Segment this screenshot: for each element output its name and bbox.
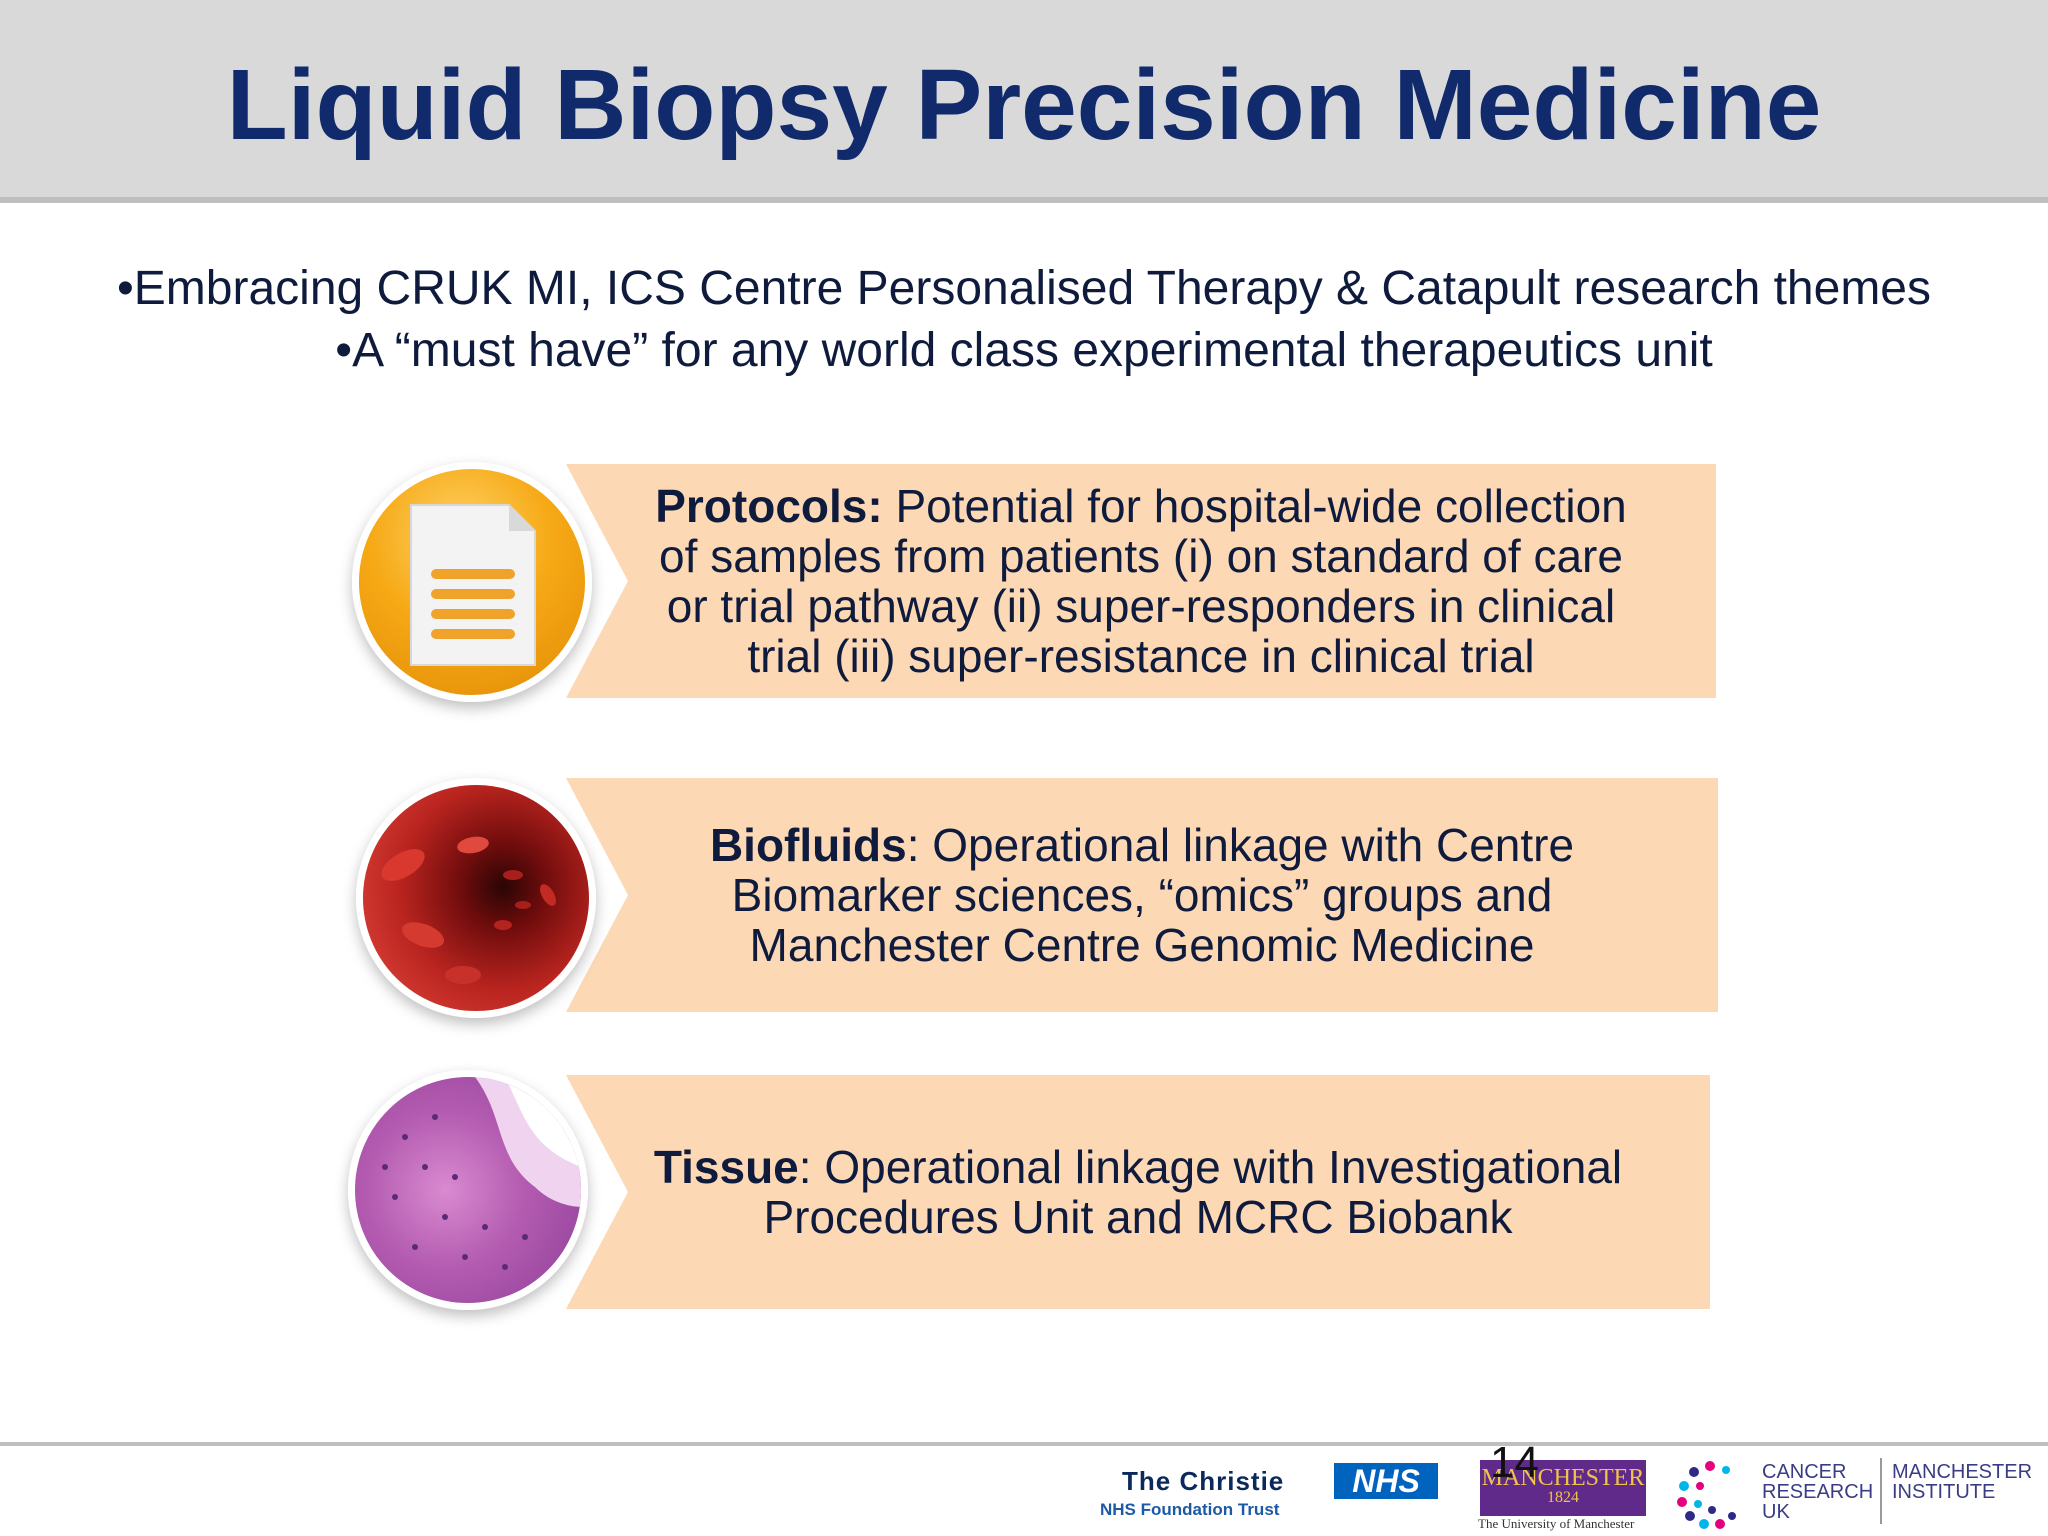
protocols-line-2: of samples from patients (i) on standard…	[659, 530, 1623, 582]
cruk-logo-icon	[1677, 1461, 1736, 1529]
bullet-1: •Embracing CRUK MI, ICS Centre Personali…	[116, 262, 1931, 315]
mi-line-1: MANCHESTER	[1892, 1461, 2033, 1483]
tissue-line-2: Procedures Unit and MCRC Biobank	[763, 1191, 1513, 1243]
manchester-institute-logo: MANCHESTER INSTITUTE	[1892, 1462, 2032, 1502]
tissue-line-1: : Operational linkage with Investigation…	[798, 1141, 1623, 1193]
manchester-logo: MANCHESTER 1824	[1480, 1460, 1646, 1516]
manchester-logo-year: 1824	[1547, 1489, 1579, 1506]
bullet-2: •A “must have” for any world class exper…	[335, 324, 1713, 377]
tissue-card: Tissue: Operational linkage with Investi…	[566, 1075, 1710, 1309]
page-number: 14	[1490, 1438, 1539, 1487]
biofluids-heading: Biofluids	[709, 819, 907, 871]
protocols-text: Protocols: Potential for hospital-wide c…	[655, 481, 1627, 681]
blood-vessel-icon	[356, 778, 596, 1018]
cruk-line-2: RESEARCH	[1762, 1481, 1874, 1503]
intro-bullets: •Embracing CRUK MI, ICS Centre Personali…	[0, 258, 2048, 382]
christie-logo: The Christie	[1122, 1466, 1285, 1496]
mi-line-2: INSTITUTE	[1892, 1481, 1996, 1503]
footer-divider	[0, 1442, 2048, 1446]
document-icon	[352, 462, 592, 702]
tissue-texture-graphic	[382, 1077, 581, 1270]
manchester-logo-subtitle: The University of Manchester	[1478, 1516, 1635, 1531]
protocols-card: Protocols: Potential for hospital-wide c…	[566, 464, 1716, 698]
manchester-logo-name: MANCHESTER	[1481, 1465, 1645, 1491]
biofluids-text: Biofluids: Operational linkage with Cent…	[710, 820, 1574, 970]
protocols-line-4: trial (iii) super-resistance in clinical…	[747, 630, 1535, 682]
tissue-sample-icon	[348, 1070, 588, 1310]
protocols-line-1: Potential for hospital-wide collection	[882, 480, 1627, 532]
tissue-heading: Tissue	[653, 1141, 799, 1193]
christie-logo-subtitle: NHS Foundation Trust	[1100, 1500, 1280, 1519]
biofluids-line-1: : Operational linkage with Centre	[906, 819, 1575, 871]
logo-divider	[1880, 1458, 1882, 1524]
cruk-line-3: UK	[1762, 1501, 1790, 1523]
cruk-logo-text: CANCER RESEARCH UK	[1762, 1462, 1873, 1522]
cruk-line-1: CANCER	[1762, 1461, 1847, 1483]
nhs-logo: NHS	[1334, 1463, 1438, 1499]
page-title: Liquid Biopsy Precision Medicine	[226, 49, 1822, 161]
blood-cells-graphic	[381, 836, 556, 984]
biofluids-line-2: Biomarker sciences, “omics” groups and	[731, 869, 1553, 921]
biofluids-card: Biofluids: Operational linkage with Cent…	[566, 778, 1718, 1012]
tissue-text: Tissue: Operational linkage with Investi…	[654, 1142, 1622, 1242]
title-bar: Liquid Biopsy Precision Medicine	[0, 0, 2048, 203]
document-icon-graphic	[410, 504, 536, 666]
biofluids-line-3: Manchester Centre Genomic Medicine	[749, 919, 1535, 971]
protocols-heading: Protocols:	[655, 480, 883, 532]
protocols-line-3: or trial pathway (ii) super-responders i…	[666, 580, 1616, 632]
